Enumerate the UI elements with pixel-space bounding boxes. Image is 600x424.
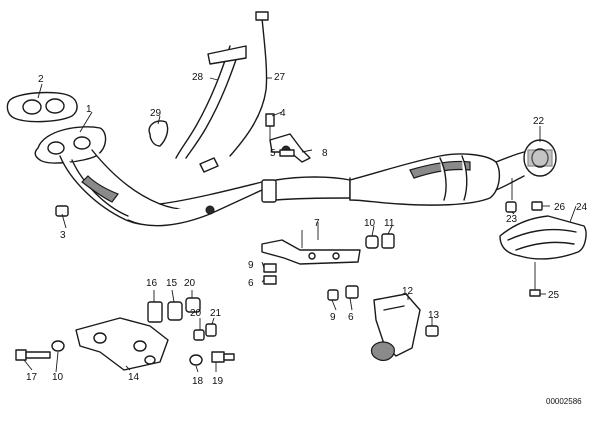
callout-2: 2 (38, 74, 44, 85)
callout-15: 15 (166, 278, 178, 289)
callout-27: 27 (274, 72, 286, 83)
part-guide-tube (175, 45, 247, 159)
part-middle-pipe (275, 176, 351, 201)
part-ring-gasket (523, 139, 557, 177)
callout-9-b: 9 (330, 312, 336, 323)
callout-14: 14 (128, 372, 140, 383)
leader-lines (23, 77, 577, 373)
callout-9-a: 9 (248, 260, 254, 271)
part-heat-shield (499, 215, 587, 260)
callout-21: 21 (210, 308, 222, 319)
part-rubber-16 (147, 297, 201, 323)
callout-6-b: 6 (348, 312, 354, 323)
part-exhaust-mount-12 (370, 293, 421, 361)
callout-16: 16 (146, 278, 158, 289)
part-pipe-clamp (205, 179, 277, 215)
part-fasteners-lower (189, 323, 235, 366)
callout-12: 12 (402, 286, 414, 297)
part-nuts-center (263, 263, 359, 301)
diagram-reference-number: 00002586 (546, 397, 582, 406)
callout-18: 18 (192, 376, 204, 387)
callout-13: 13 (428, 310, 440, 321)
part-bracket-7 (261, 222, 361, 265)
callout-4: 4 (280, 108, 286, 119)
callout-17: 17 (26, 372, 38, 383)
part-bolt-17 (15, 340, 65, 361)
callout-labels: 1 2 3 4 5 8 7 9 6 10 11 9 6 12 13 22 23 … (26, 72, 588, 387)
callout-22: 22 (533, 116, 545, 127)
callout-28: 28 (192, 72, 204, 83)
callout-5: 5 (270, 148, 276, 159)
callout-29: 29 (150, 108, 162, 119)
callout-6-a: 6 (248, 278, 254, 289)
callout-20-top: 20 (184, 278, 196, 289)
part-nut-3 (55, 205, 69, 217)
part-catalytic-converter (349, 151, 525, 206)
callout-26: 26 (554, 202, 566, 213)
callout-3: 3 (60, 230, 66, 241)
callout-24: 24 (576, 202, 588, 213)
callout-1: 1 (86, 104, 92, 115)
callout-25: 25 (548, 290, 560, 301)
callout-19: 19 (212, 376, 224, 387)
part-rubber-10-center (365, 233, 395, 249)
part-bracket-14 (75, 317, 169, 371)
part-front-pipe (34, 126, 263, 227)
part-oxygen-sensor (199, 11, 269, 173)
callout-20-mid: 20 (190, 308, 202, 319)
callout-10-bottom: 10 (52, 372, 64, 383)
part-nut-13 (425, 325, 439, 337)
part-gasket (6, 91, 78, 123)
part-rubber-mount-right (505, 178, 543, 213)
callout-10-center: 10 (364, 218, 376, 229)
part-clamp-29 (148, 120, 169, 147)
part-bolt-25 (529, 262, 541, 297)
callout-8: 8 (322, 148, 328, 159)
callout-7: 7 (314, 218, 320, 229)
callout-23: 23 (506, 214, 518, 225)
part-bolt-5 (279, 149, 295, 157)
callout-11: 11 (384, 218, 395, 229)
